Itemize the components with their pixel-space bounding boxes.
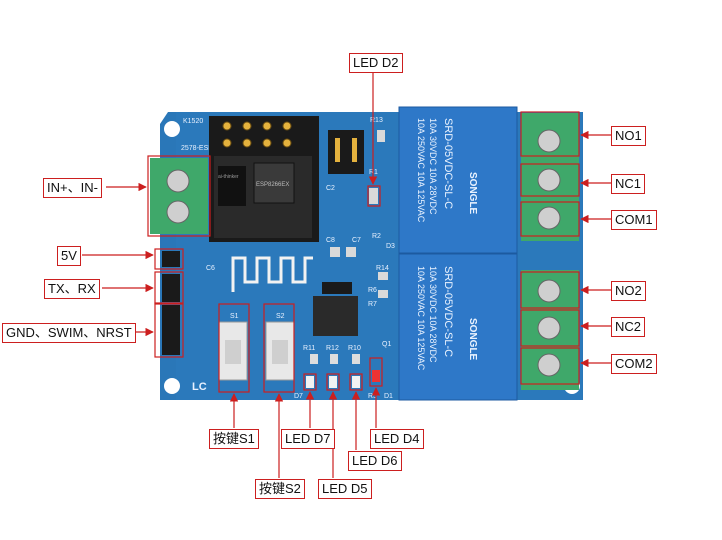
esp8266-module: ESP8266EX ai-thinker [209,116,319,292]
silk-r2: R2 [372,233,381,240]
silk-c2: C2 [326,185,335,192]
label-com2: COM2 [611,354,657,374]
esp-chip-label: ESP8266EX [256,182,289,188]
smd-components: R13 R1 R2 D3 C2 C8 C7 R14 R6 R7 R11 R12 … [206,117,395,400]
label-no2: NO2 [611,281,646,301]
relay2-brand: SONGLE [467,318,478,361]
relay1-model: SRD-05VDC-SL-C [442,118,454,209]
box-d5 [326,373,340,391]
label-led-d2: LED D2 [349,53,403,73]
mcu-chip [313,296,358,336]
relay-2: 10A 250VAC 10A 125VAC 10A 30VDC 10A 28VD… [398,253,518,401]
relay2-model: SRD-05VDC-SL-C [442,266,454,357]
box-com1 [520,201,580,237]
box-no1 [520,111,580,157]
label-nc2: NC2 [611,317,646,337]
esp-chip [253,162,295,204]
highlight-boxes [147,111,580,393]
pin-headers [162,251,180,355]
box-txrx [154,271,184,305]
mount-hole-bl [164,378,180,394]
box-com2 [520,347,580,385]
terminal-relay2 [521,270,579,390]
box-s1 [218,303,250,393]
silk-s1: S1 [230,313,239,320]
button-s1-body: S1 [218,313,248,381]
silk-r11: R11 [303,345,315,352]
label-input: IN+、IN- [43,178,102,198]
label-com1: COM1 [611,210,657,230]
label-tx-rx: TX、RX [44,279,100,299]
box-d6 [349,373,363,391]
box-gnd-swim [154,302,184,358]
silk-r7: R7 [368,301,377,308]
silk-r6: R6 [368,287,377,294]
silk-r5: R5 [368,393,377,400]
silk-c6: C6 [206,265,215,272]
silk-top: K1520 [183,118,203,125]
label-led-d4: LED D4 [370,429,424,449]
label-led-d7: LED D7 [281,429,335,449]
label-led-d5: LED D5 [318,479,372,499]
label-button-s2: 按键S2 [255,479,305,499]
silk-s2: S2 [276,313,285,320]
silk-d7: D7 [294,393,303,400]
box-s2 [263,303,295,393]
box-nc1 [520,163,580,197]
box-d4 [369,357,383,387]
terminal-relay1 [521,113,579,241]
relay1-brand: SONGLE [467,172,478,215]
label-led-d6: LED D6 [348,451,402,471]
button-s2-body: S2 [265,313,295,381]
relay2-text-1: 10A 250VAC 10A 125VAC [416,266,426,371]
relay1-text-2: 10A 30VDC 10A 28VDC [428,118,438,215]
terminal-input [150,158,208,234]
silk-c8: C8 [326,237,335,244]
box-led-d2 [367,185,381,207]
box-nc2 [520,309,580,347]
silk-r14: R14 [376,265,389,272]
label-button-s1: 按键S1 [209,429,259,449]
box-no2 [520,271,580,309]
silk-model: 2578-ESP [181,145,213,152]
relay-1: 10A 250VAC 10A 125VAC 10A 30VDC 10A 28VD… [398,106,518,254]
silk-r13: R13 [370,117,383,124]
silk-d1: D1 [384,393,393,400]
box-input [147,155,211,237]
silk-d3: D3 [386,243,395,250]
led-d2-jumper [328,130,364,174]
label-nc1: NC1 [611,174,646,194]
silk-r10: R10 [348,345,361,352]
silk-logo: LC [192,381,207,393]
label-5v: 5V [57,246,81,266]
silk-r12: R12 [326,345,339,352]
label-no1: NO1 [611,126,646,146]
box-5v [154,248,184,270]
silk-q1: Q1 [382,341,391,348]
callout-lines [82,72,611,478]
crystal [322,282,352,294]
relay2-text-2: 10A 30VDC 10A 28VDC [428,266,438,363]
esp-brand-label: ai-thinker [218,174,239,180]
mount-hole-tl [164,121,180,137]
relay1-text-1: 10A 250VAC 10A 125VAC [416,118,426,223]
silk-c7: C7 [352,237,361,244]
box-d7 [303,373,317,391]
pcb-antenna [231,256,313,292]
label-gnd-swim-nrst: GND、SWIM、NRST [2,323,136,343]
